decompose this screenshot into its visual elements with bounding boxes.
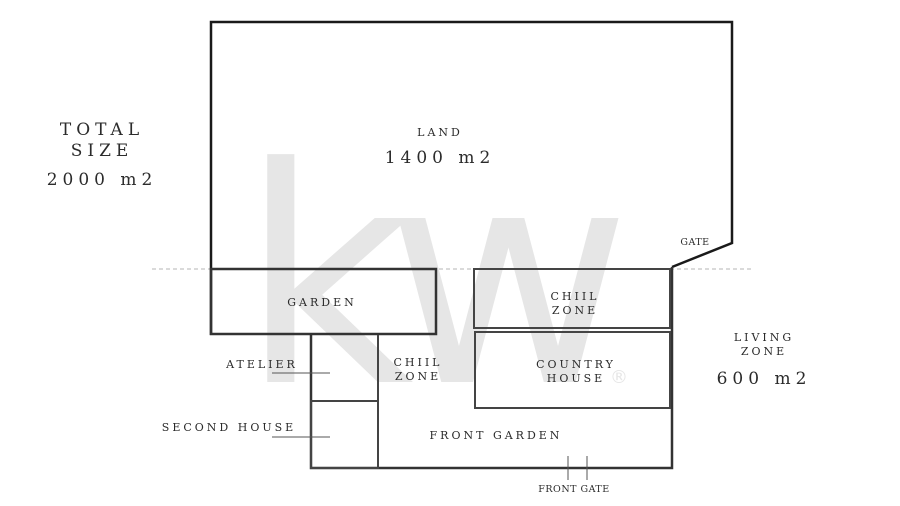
living-zone-value: 600 m2: [717, 369, 812, 389]
total-size-line1: TOTAL: [60, 120, 144, 140]
land-outline: [209, 20, 734, 335]
chill-zone-top-area: [473, 268, 671, 329]
gate-label: GATE: [680, 237, 709, 248]
front-garden-label: FRONT GARDEN: [430, 429, 563, 442]
garden-label: GARDEN: [287, 296, 357, 309]
front-gate-label: FRONT GATE: [538, 484, 609, 495]
atelier-label: ATELIER: [225, 358, 298, 371]
living-zone-line1: LIVING: [734, 331, 794, 344]
country-house-line2: HOUSE: [547, 372, 605, 385]
chill-zone-mid-line2: ZONE: [395, 370, 441, 383]
chill-zone-top-line2: ZONE: [552, 304, 598, 317]
land-value: 1400 m2: [385, 148, 496, 168]
land-label: LAND: [417, 126, 463, 139]
registered-mark: ®: [610, 367, 628, 388]
total-size-value: 2000 m2: [47, 170, 158, 190]
garden-area: [209, 267, 438, 336]
living-zone-line2: ZONE: [741, 345, 787, 358]
country-house-line1: COUNTRY: [536, 358, 616, 371]
second-house-label: SECOND HOUSE: [162, 421, 296, 434]
total-size-line2: SIZE: [71, 141, 134, 161]
watermark-logo: kw: [240, 104, 620, 453]
chill-zone-top-line1: CHIIL: [550, 290, 599, 303]
chill-zone-mid-line1: CHIIL: [393, 356, 442, 369]
second-house-area: [310, 400, 379, 469]
country-house-area: [474, 331, 671, 409]
